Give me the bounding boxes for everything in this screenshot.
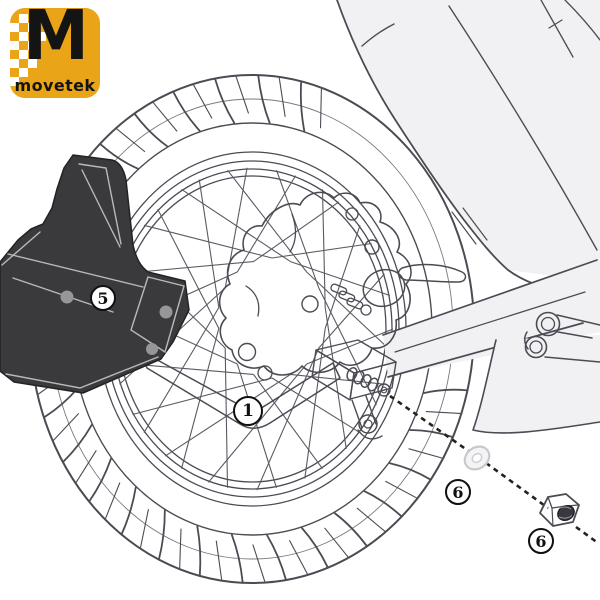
assembly-axis [389,394,599,545]
swingarm-bracket [524,311,600,363]
fender-bracket [0,154,190,394]
washer-icon [463,445,491,471]
logo-monogram: M [22,8,89,76]
brake-adjuster-icon [330,283,372,316]
fender-hole-icon [159,305,173,319]
logo-wordmark: movetek [14,76,96,95]
callout-part-6-nut: 6 [528,528,554,554]
mounting-bolt-icon [346,367,391,397]
caliper-torque-arm [397,263,467,283]
fender-holes [60,290,173,355]
lock-nut-icon [539,493,580,527]
callout-part-6-washer: 6 [445,479,471,505]
bodywork-panel [336,0,600,285]
callout-part-5: 5 [90,285,116,311]
swingarm [382,259,600,434]
callout-part-1: 1 [233,396,263,426]
bracket-bolt-icon [524,335,548,359]
movetek-logo: M movetek [10,8,100,98]
fender-bracket-body [0,154,190,394]
support-arm [140,339,397,440]
panel-seam [448,5,598,251]
brake-rod-link [351,395,383,440]
fender-hole-icon [60,290,74,304]
wheel-spokes [110,167,394,491]
bracket-bolt-icon [535,311,561,337]
fender-hole-icon [146,343,158,355]
checkered-flag-icon [10,14,46,86]
assembly-dashed-line [389,394,599,545]
arm-mount-block [311,339,397,401]
